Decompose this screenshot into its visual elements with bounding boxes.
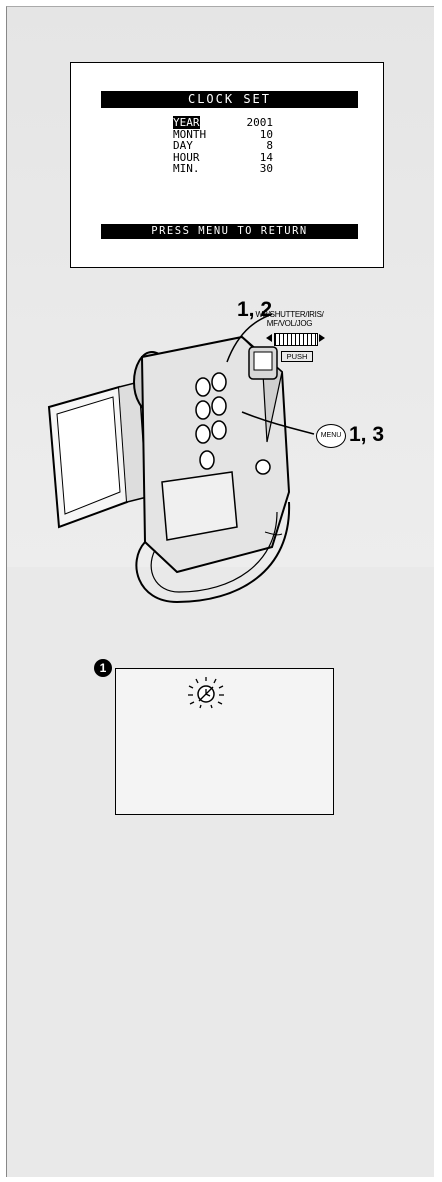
camcorder-icon [47, 313, 315, 604]
step-label-1-3: 1, 3 [349, 423, 385, 446]
clock-set-footer: PRESS MENU TO RETURN [101, 224, 358, 239]
clock-row-value: 8 [266, 139, 273, 152]
clock-row-value: 30 [259, 162, 273, 175]
clock-row-min: MIN. 30 [173, 163, 273, 175]
clock-set-title: CLOCK SET [101, 91, 358, 108]
clock-row-value: 14 [259, 150, 273, 164]
clock-row-label: HOUR [173, 150, 200, 164]
clock-set-rows: YEAR 2001 MONTH 10 DAY 8 HOUR 14 MIN. 30 [173, 116, 274, 175]
step-number-badge: 1 [94, 659, 112, 677]
step-label-1-2: 1, 2 [237, 298, 273, 321]
blink-clock-screen [115, 668, 334, 815]
push-label: PUSH [281, 351, 313, 362]
clock-row-hour: HOUR 14 [173, 150, 273, 164]
clock-row-label: DAY [173, 139, 193, 152]
clock-row-month: MONTH 10 [173, 127, 273, 141]
jog-dial-label: WB/SHUTTER/IRIS/ MF/VOL/JOG [255, 310, 324, 328]
menu-button-icon: MENU [316, 424, 346, 448]
clock-row-label: MONTH [173, 127, 207, 141]
clock-set-screen: CLOCK SET YEAR 2001 MONTH 10 DAY 8 HOUR … [70, 62, 384, 268]
clock-row-year: YEAR 2001 [173, 116, 274, 129]
clock-row-value: 10 [259, 127, 273, 141]
clock-row-label: YEAR [173, 116, 200, 129]
jog-dial-icon [274, 333, 318, 346]
arrow-right-icon [319, 334, 325, 342]
blinking-clock-icon [188, 677, 224, 709]
manual-page: CLOCK SET YEAR 2001 MONTH 10 DAY 8 HOUR … [6, 6, 434, 1177]
camcorder-illustration: 1, 2 WB/SHUTTER/IRIS/ MF/VOL/JOG PUSH ME… [27, 298, 427, 632]
clock-row-value: 2001 [246, 116, 274, 129]
clock-row-label: MIN. [173, 162, 200, 175]
arrow-left-icon [266, 334, 272, 342]
clock-row-day: DAY 8 [173, 140, 273, 152]
